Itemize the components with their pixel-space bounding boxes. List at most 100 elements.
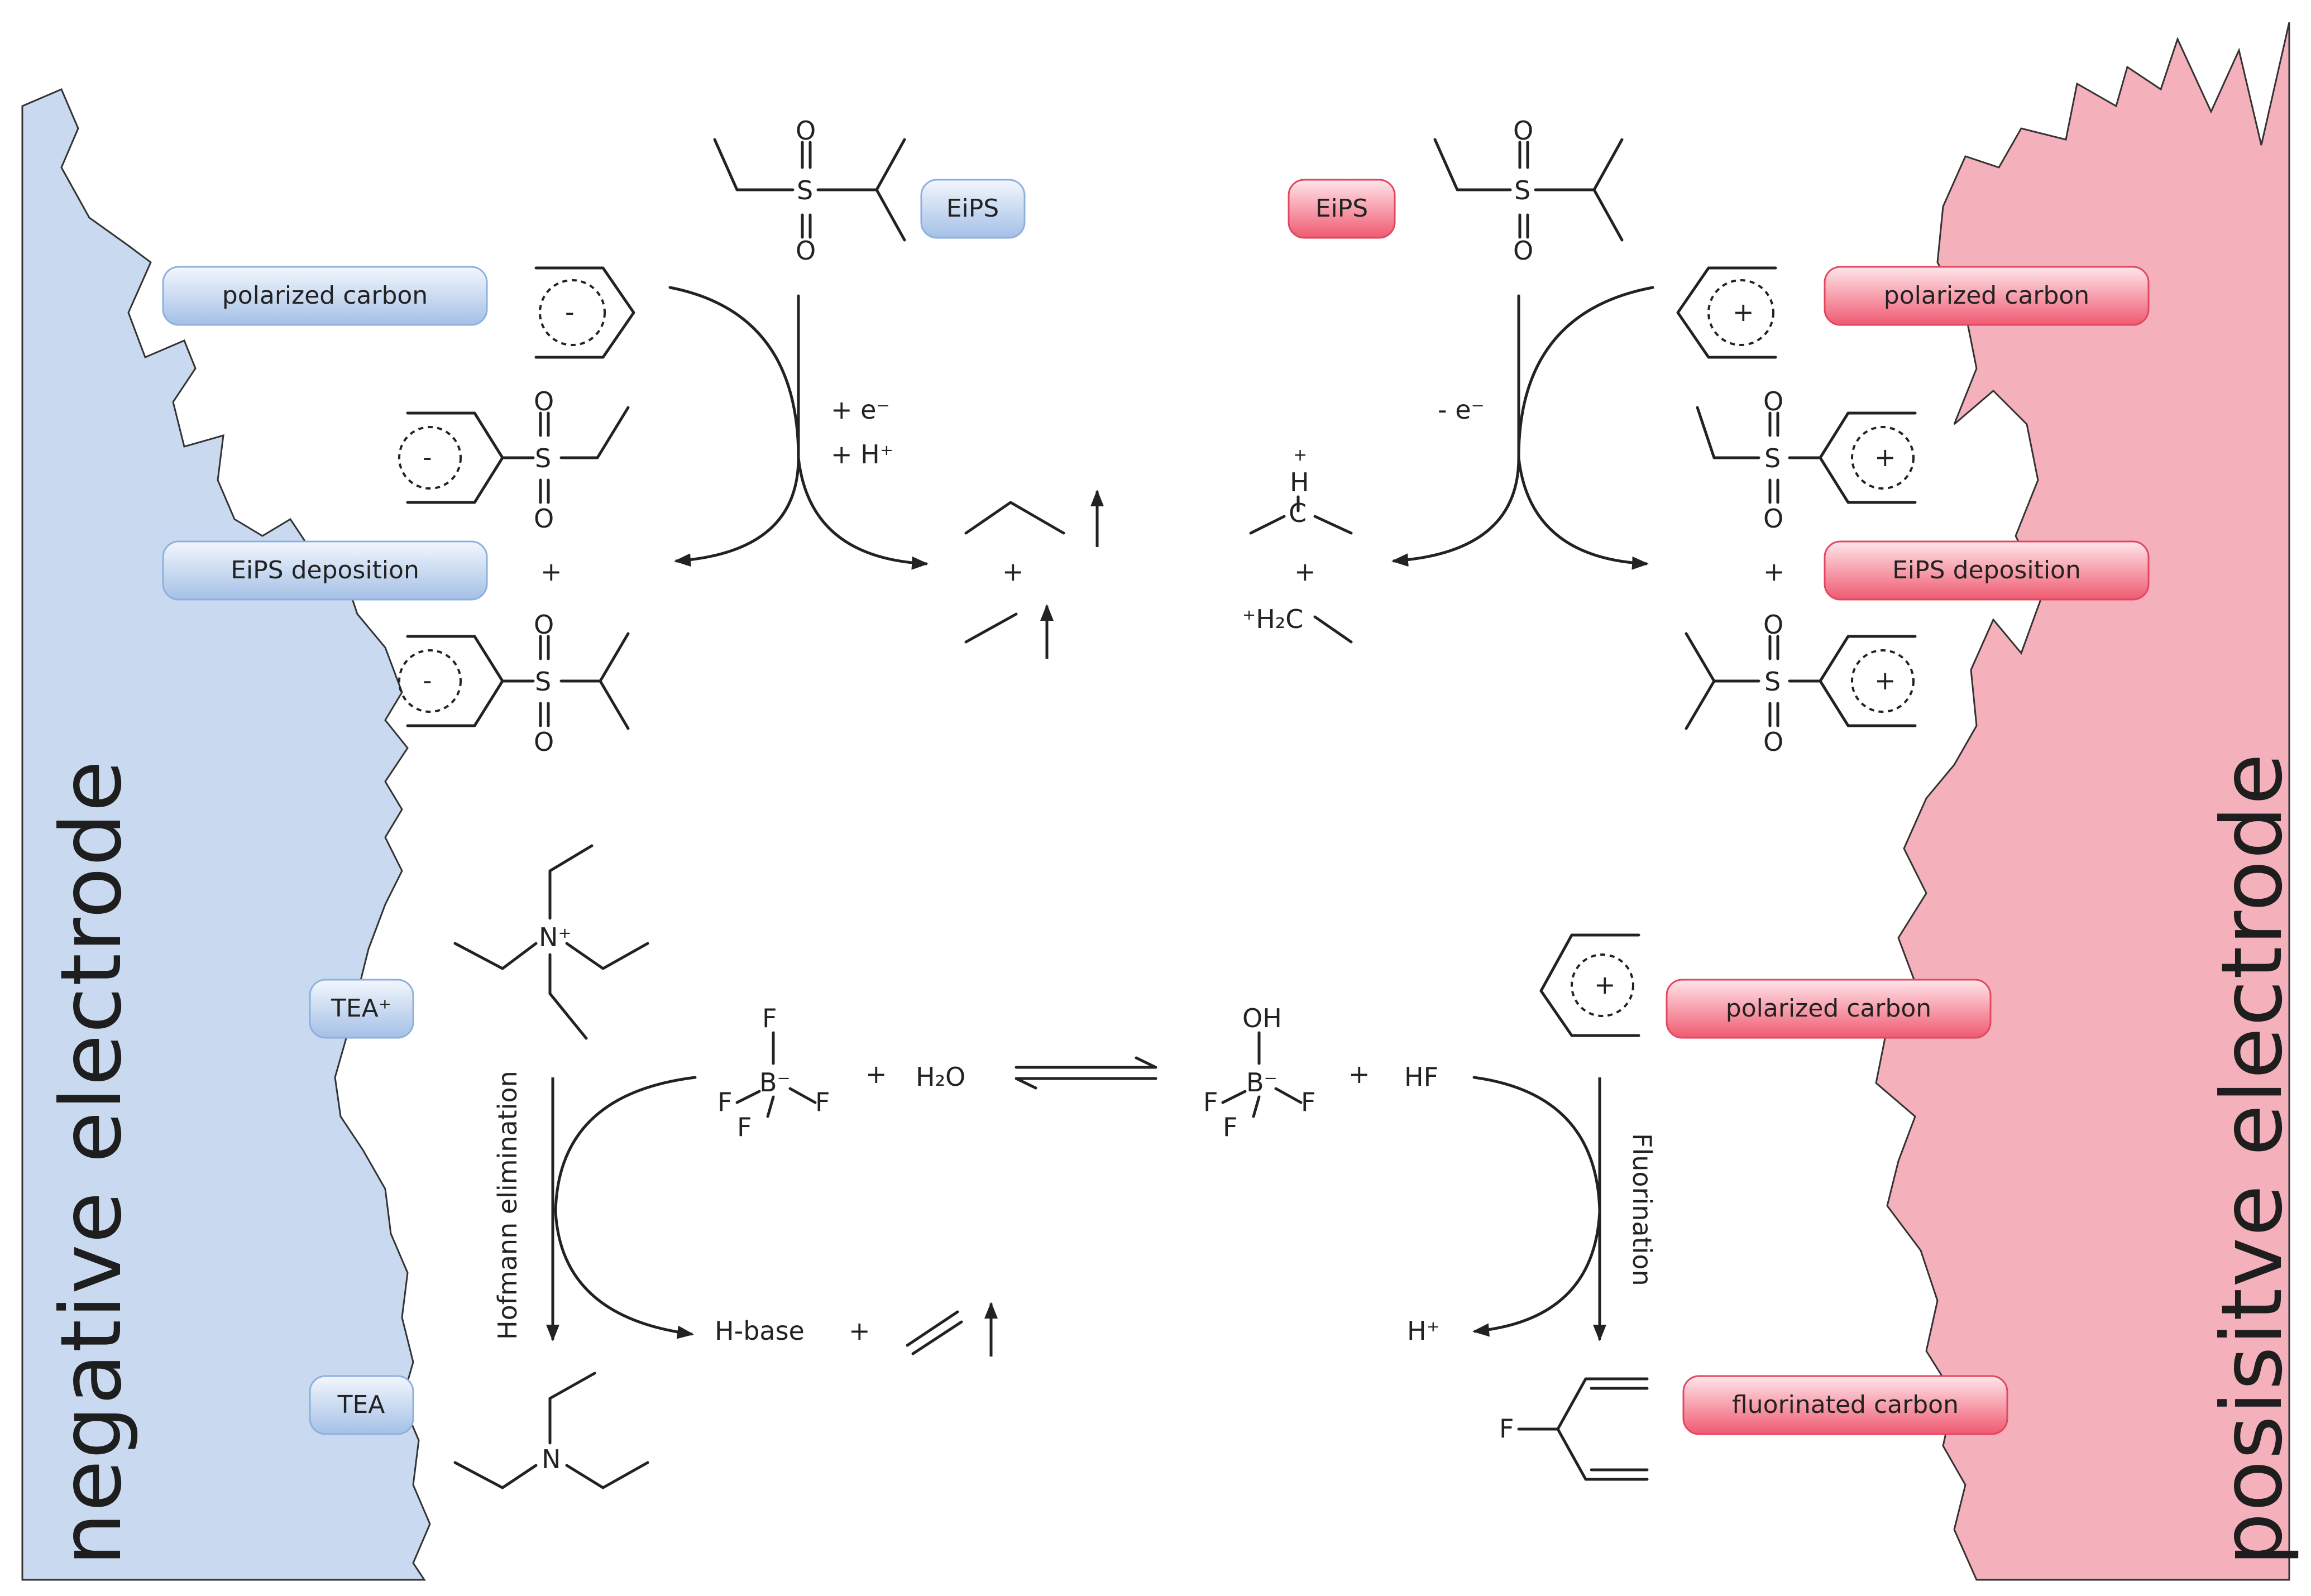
carbon-cation-top-right: +: [1676, 266, 1777, 359]
pill-tea-plus: TEA⁺: [309, 979, 414, 1039]
svg-text:EiPS: EiPS: [1315, 194, 1369, 223]
svg-text:-: -: [423, 665, 432, 696]
positive-electrode-region: [1875, 22, 2290, 1581]
pill-tea: TEA: [309, 1375, 414, 1435]
negative-electrode-region: [21, 88, 431, 1581]
svg-text:B⁻: B⁻: [1246, 1067, 1277, 1097]
svg-text:polarized carbon: polarized carbon: [1726, 994, 1931, 1023]
carbon-cation-lower: +: [1539, 933, 1640, 1037]
plus-electron: + e⁻: [831, 395, 890, 425]
svg-text:O: O: [534, 386, 554, 416]
h-base: H-base: [715, 1316, 805, 1346]
svg-text:S: S: [535, 667, 551, 697]
eips-molecule-right: S O O: [1433, 116, 1624, 266]
svg-text:O: O: [1763, 386, 1783, 416]
svg-text:C: C: [1289, 498, 1307, 528]
pill-eips-right: EiPS: [1288, 179, 1396, 239]
svg-text:F: F: [1499, 1413, 1514, 1444]
pill-fluorinated-carbon: fluorinated carbon: [1682, 1375, 2008, 1435]
svg-text:O: O: [534, 504, 554, 534]
svg-text:F: F: [1203, 1087, 1218, 1117]
svg-text:B⁻: B⁻: [759, 1067, 791, 1097]
svg-text:+: +: [1293, 445, 1307, 465]
svg-text:S: S: [535, 443, 551, 473]
ethene-gas: [906, 1302, 998, 1357]
plus-dep-left: +: [540, 557, 562, 587]
deposition-product-left-2: - S O O: [398, 610, 630, 757]
proton-product: H⁺: [1407, 1316, 1440, 1346]
svg-text:⁺H₂C: ⁺H₂C: [1242, 604, 1303, 634]
svg-text:+: +: [1874, 442, 1896, 472]
svg-text:fluorinated carbon: fluorinated carbon: [1732, 1391, 1959, 1419]
positive-electrode-label: posisitve electrode: [2204, 753, 2301, 1566]
minus-electron: - e⁻: [1438, 395, 1485, 425]
plus-bf4-h2o: +: [865, 1059, 887, 1089]
hofmann-arrows: [546, 1076, 697, 1341]
svg-text:N: N: [542, 1444, 561, 1474]
svg-text:O: O: [796, 116, 816, 146]
hofmann-label: Hofmann elimination: [492, 1071, 523, 1340]
svg-text:S: S: [1514, 175, 1530, 205]
bf4-anion: F B⁻ F F F: [717, 1003, 830, 1142]
bf3oh-anion: OH B⁻ F F F: [1203, 1003, 1315, 1142]
tea-molecule: N: [453, 1372, 649, 1489]
propene-gas: +: [964, 490, 1104, 659]
svg-text:O: O: [1763, 504, 1783, 534]
pill-polarized-carbon-right: polarized carbon: [1824, 266, 2150, 326]
svg-text:F: F: [1223, 1112, 1237, 1142]
svg-text:OH: OH: [1242, 1003, 1282, 1033]
plus-dep-right: +: [1763, 557, 1785, 587]
pill-polarized-carbon-lower: polarized carbon: [1666, 979, 1992, 1039]
svg-text:S: S: [1764, 667, 1781, 697]
svg-text:S: S: [1764, 443, 1781, 473]
fluorination-arrows: [1472, 1076, 1606, 1341]
water: H₂O: [916, 1062, 965, 1092]
negative-electrode-label: negative electrode: [43, 759, 140, 1566]
svg-text:F: F: [762, 1003, 777, 1033]
pill-eips-left: EiPS: [920, 179, 1026, 239]
svg-text:+: +: [1002, 557, 1024, 587]
svg-text:+: +: [1733, 297, 1754, 327]
svg-text:F: F: [717, 1087, 732, 1117]
svg-text:O: O: [1763, 727, 1783, 757]
svg-text:O: O: [534, 727, 554, 757]
svg-text:O: O: [1763, 610, 1783, 640]
eips-molecule-left: S O O: [713, 116, 906, 266]
svg-text:EiPS: EiPS: [946, 194, 999, 223]
svg-text:O: O: [796, 236, 816, 266]
plus-proton: + H⁺: [831, 439, 893, 469]
hf: HF: [1404, 1062, 1438, 1092]
svg-text:+: +: [1874, 665, 1896, 696]
svg-text:H: H: [1290, 467, 1309, 497]
carbocations: + H C + ⁺H₂C: [1242, 445, 1353, 644]
deposition-product-left-1: - S O O: [398, 386, 630, 534]
svg-text:F: F: [737, 1112, 752, 1142]
deposition-product-right-2: + S O O: [1685, 610, 1917, 757]
svg-text:S: S: [797, 175, 813, 205]
pill-polarized-carbon-left: polarized carbon: [162, 266, 488, 326]
reduction-arrows: [668, 286, 929, 570]
svg-text:+: +: [1594, 970, 1616, 1000]
svg-text:N⁺: N⁺: [539, 922, 572, 952]
svg-text:F: F: [1301, 1087, 1315, 1117]
plus-bf3oh-hf: +: [1348, 1059, 1370, 1089]
svg-text:F: F: [815, 1087, 830, 1117]
svg-text:TEA⁺: TEA⁺: [331, 994, 391, 1023]
svg-text:EiPS deposition: EiPS deposition: [1892, 556, 2081, 584]
deposition-product-right-1: + S O O: [1696, 386, 1917, 534]
oxidation-arrows: [1391, 286, 1654, 570]
svg-text:O: O: [1513, 116, 1533, 146]
pill-eips-deposition-left: EiPS deposition: [162, 540, 488, 601]
svg-text:O: O: [534, 610, 554, 640]
svg-text:TEA: TEA: [337, 1391, 385, 1419]
svg-text:+: +: [1294, 557, 1316, 587]
plus-hbase-ethene: +: [849, 1316, 870, 1346]
svg-text:O: O: [1513, 236, 1533, 266]
svg-text:EiPS deposition: EiPS deposition: [231, 556, 419, 584]
tea-plus-molecule: N⁺: [453, 844, 649, 1040]
carbon-anion-top-left: -: [534, 266, 635, 359]
fluorination-label: Fluorination: [1627, 1133, 1657, 1286]
pill-eips-deposition-right: EiPS deposition: [1824, 540, 2150, 601]
svg-text:polarized carbon: polarized carbon: [222, 281, 428, 310]
